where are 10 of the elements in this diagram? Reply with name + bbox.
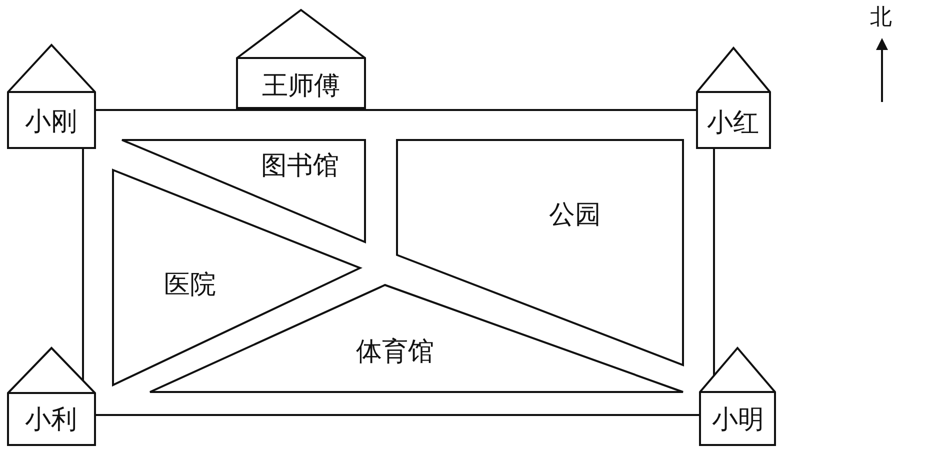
place-label: 公园 [549,200,601,230]
house-label: 小利 [25,405,77,435]
place-label: 图书馆 [261,151,339,181]
compass-label: 北 [870,4,892,32]
house-label: 王师傅 [262,71,340,101]
place-label: 医院 [164,270,216,300]
house-label: 小红 [707,108,759,138]
place-label: 体育馆 [356,337,434,367]
house-label: 小刚 [25,107,77,137]
house-label: 小明 [712,405,764,435]
